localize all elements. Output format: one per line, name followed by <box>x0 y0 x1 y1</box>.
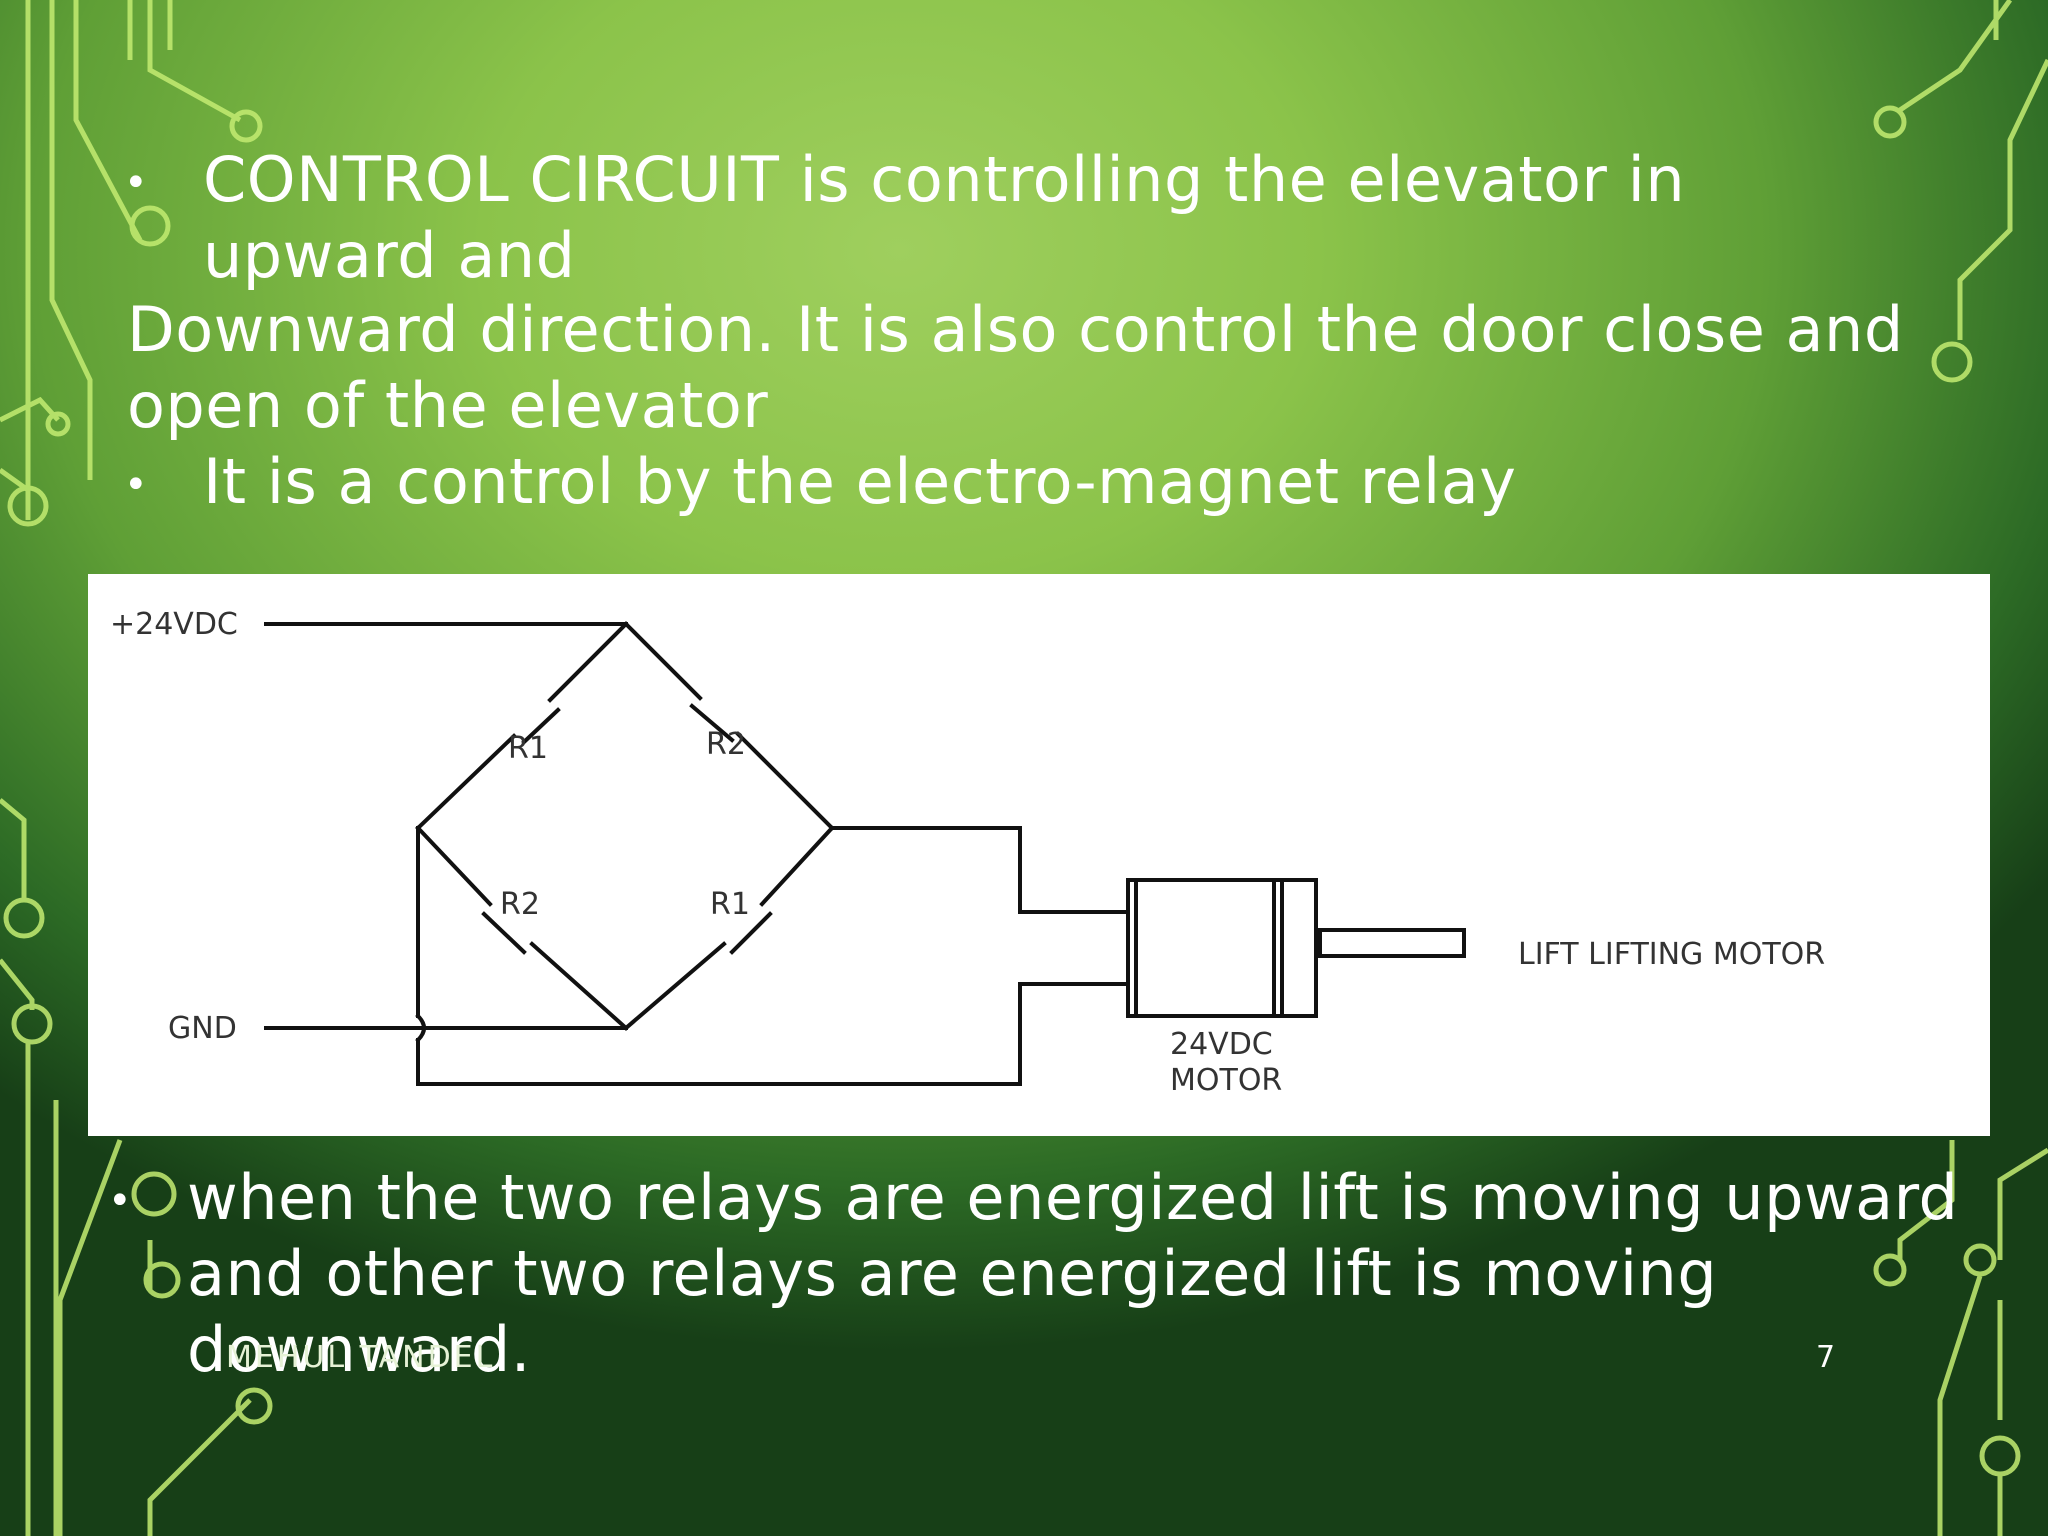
bullet-marker: • <box>108 1178 132 1224</box>
bullet-marker: • <box>124 462 148 508</box>
resistor-label: R2 <box>500 887 540 922</box>
circuit-diagram: +24VDC GND R1 R2 R2 R1 24VDC MOTOR LIFT … <box>88 574 1990 1136</box>
body-text-line: open of the elevator <box>127 369 769 442</box>
supply-label: +24VDC <box>110 607 238 642</box>
body-text-line: and other two relays are energized lift … <box>187 1237 1718 1310</box>
body-text-line: upward and <box>203 219 576 292</box>
motor-label: 24VDC <box>1170 1027 1273 1062</box>
body-text-line: downward. <box>187 1313 531 1386</box>
footer-author: MEHUL TANDEL <box>226 1340 496 1375</box>
resistor-label: R1 <box>508 731 548 766</box>
ground-label: GND <box>168 1011 237 1046</box>
body-text-line: Downward direction. It is also control t… <box>127 293 1904 366</box>
motor-label: MOTOR <box>1170 1063 1282 1098</box>
body-text-line: It is a control by the electro-magnet re… <box>203 445 1517 518</box>
resistor-label: R2 <box>706 727 746 762</box>
motor-caption: LIFT LIFTING MOTOR <box>1518 937 1825 972</box>
body-text-line: CONTROL CIRCUIT is controlling the eleva… <box>203 143 1686 216</box>
resistor-label: R1 <box>710 887 750 922</box>
body-text-line: when the two relays are energized lift i… <box>187 1161 1959 1234</box>
bullet-marker: • <box>124 160 148 206</box>
page-number: 7 <box>1816 1340 1836 1375</box>
